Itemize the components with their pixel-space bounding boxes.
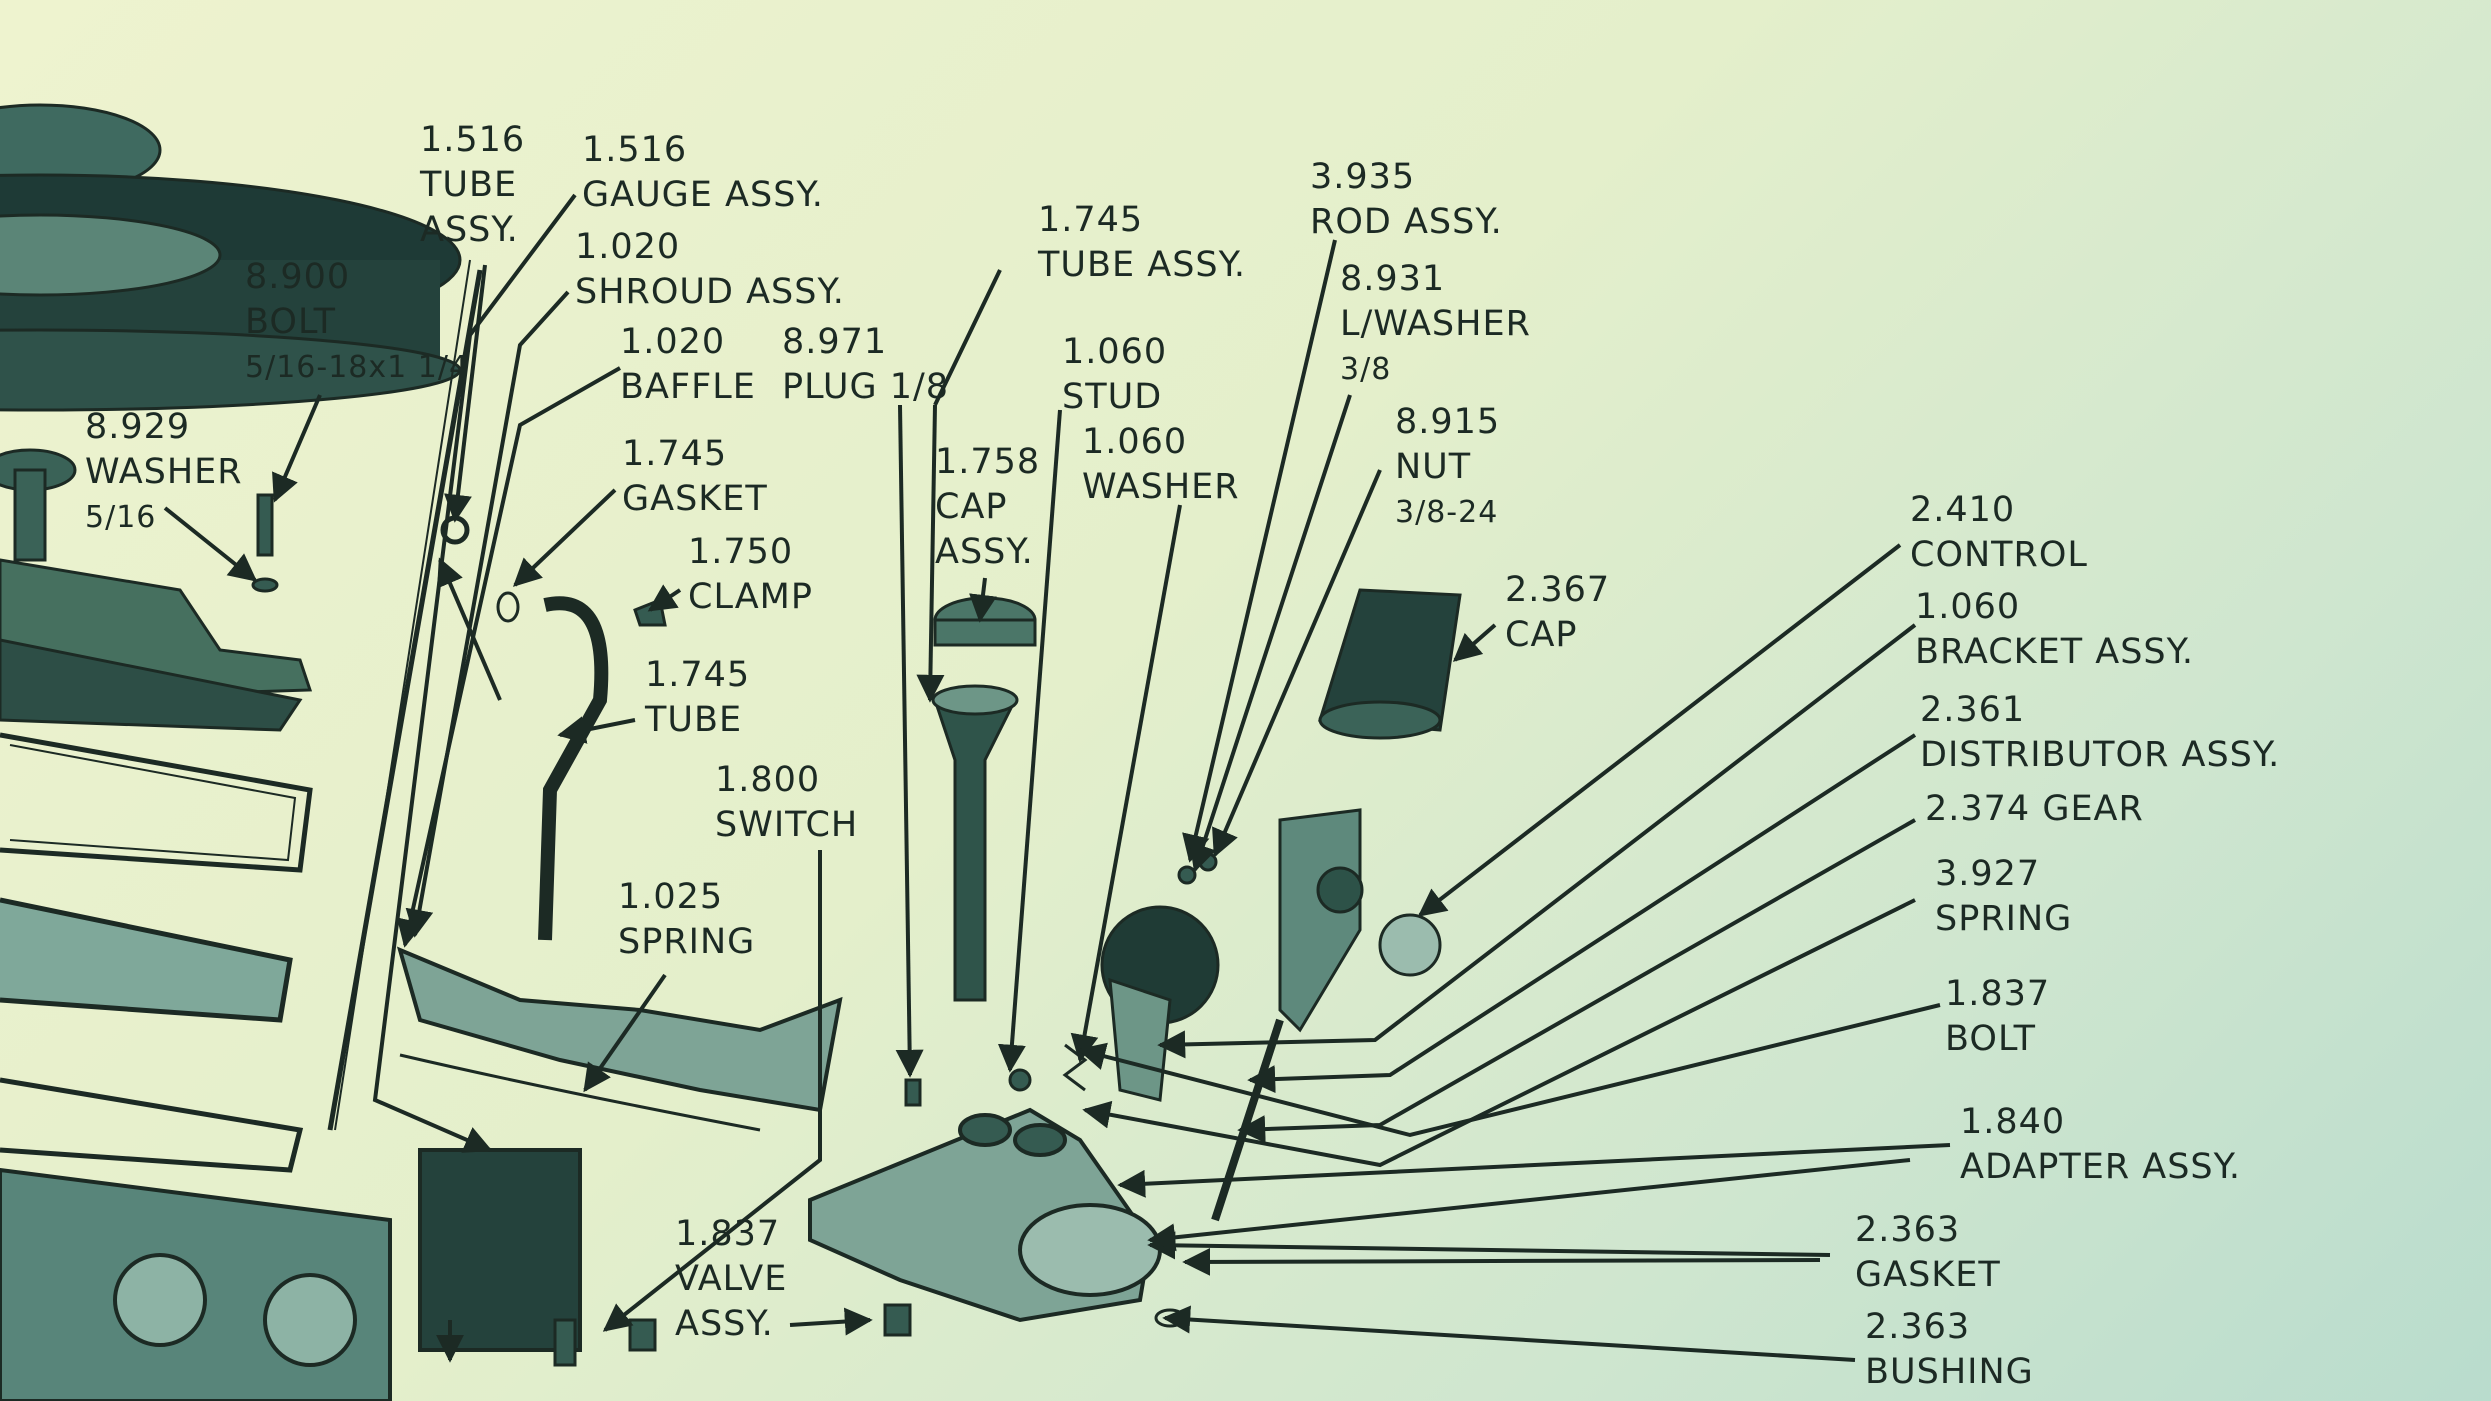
- fan-pulley-drawing: [0, 103, 462, 412]
- gasket-plates-drawing: [0, 732, 313, 1173]
- engine-block-drawing: [0, 1148, 582, 1401]
- distributor-cap-drawing: [1318, 588, 1462, 740]
- adapter-housing-drawing: [808, 1107, 1162, 1323]
- leader-lines: [163, 193, 1951, 1363]
- cap-assy-drawing: [931, 596, 1037, 1002]
- oil-pan-drawing: [0, 448, 313, 732]
- baffle-drawing: [396, 946, 843, 1113]
- vacuum-control-drawing: [1100, 905, 1220, 1102]
- oil-filler-tube-drawing: [538, 596, 609, 941]
- label-gear: 2.374 GEAR: [1925, 789, 2144, 829]
